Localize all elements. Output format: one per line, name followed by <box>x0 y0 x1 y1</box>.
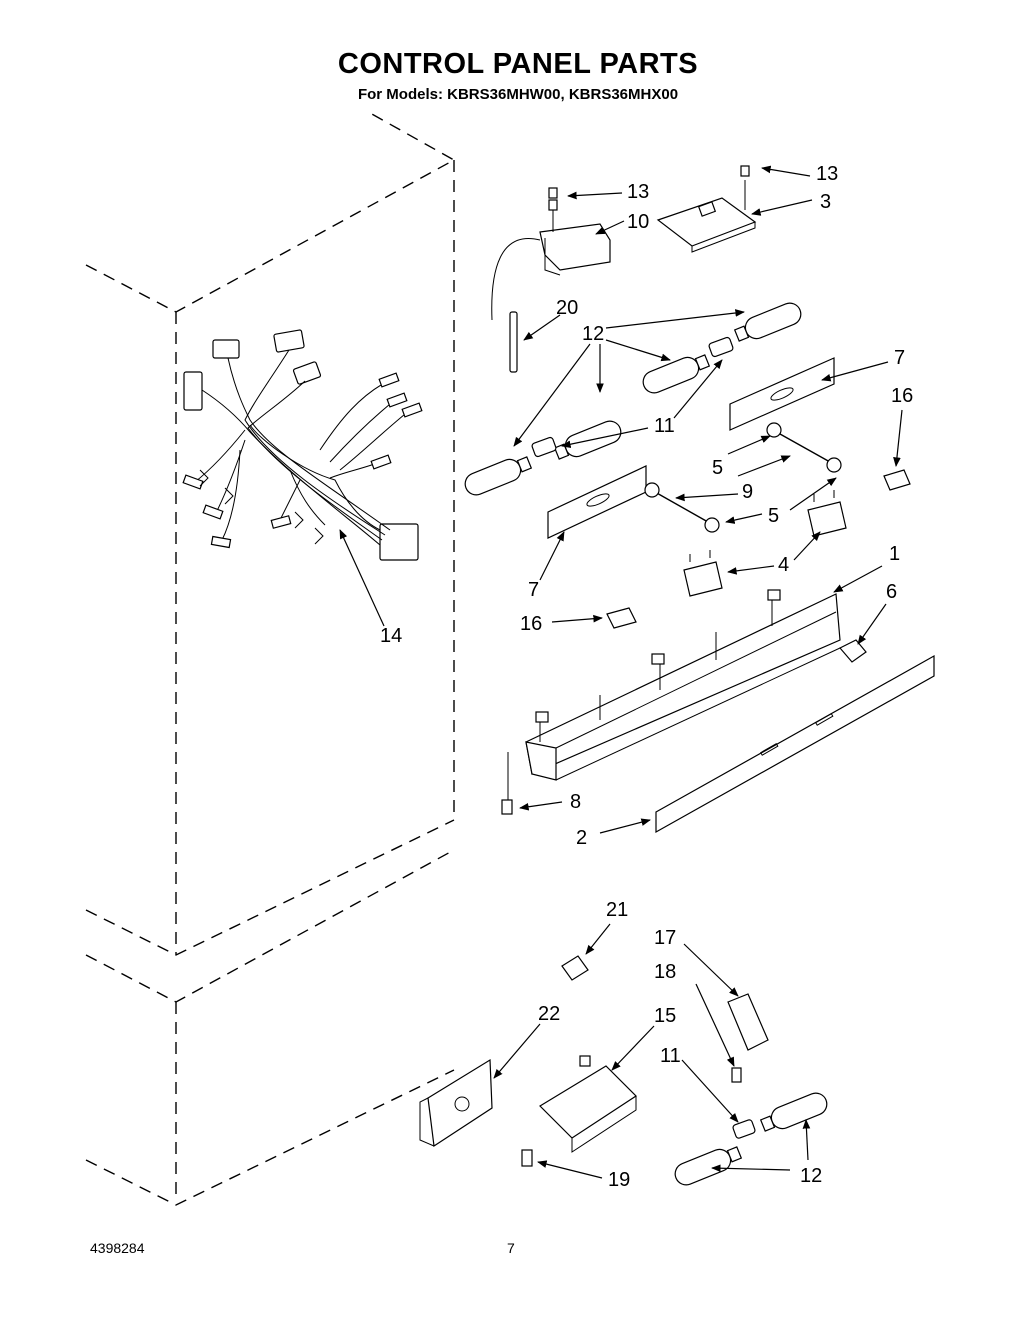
cover-15 <box>539 1055 637 1153</box>
bracket-22 <box>419 1058 493 1148</box>
callout-12: 12 <box>800 1165 822 1187</box>
callout-6: 6 <box>886 581 897 603</box>
screw-19 <box>521 1149 533 1167</box>
callout-11: 11 <box>660 1045 681 1067</box>
control-board <box>656 165 757 253</box>
screw-8 <box>501 799 513 815</box>
callout-7: 7 <box>528 579 539 601</box>
callout-7: 7 <box>894 347 905 369</box>
door-switch <box>727 993 769 1083</box>
wire-harness <box>182 329 423 561</box>
screw-13-left <box>548 187 558 199</box>
callout-9: 9 <box>742 481 753 503</box>
callout-16: 16 <box>520 613 542 635</box>
callout-5: 5 <box>712 457 723 479</box>
lamp-sockets <box>531 336 756 1139</box>
trim-strip <box>655 654 935 834</box>
callout-13: 13 <box>816 163 838 185</box>
control-housing <box>507 589 841 800</box>
callout-19: 19 <box>608 1169 630 1191</box>
callout-12: 12 <box>582 323 604 345</box>
switches <box>683 490 847 597</box>
callout-17: 17 <box>654 927 676 949</box>
callout-18: 18 <box>654 961 676 983</box>
page-title: CONTROL PANEL PARTS <box>337 48 699 80</box>
callout-21: 21 <box>606 899 628 921</box>
callout-8: 8 <box>570 791 581 813</box>
callout-numbers: 13 13 10 3 20 12 7 16 11 5 9 5 1 4 7 6 1… <box>380 163 913 1191</box>
callout-1: 1 <box>889 543 900 565</box>
thermostat <box>491 199 611 321</box>
plug <box>839 639 867 663</box>
light-bulbs <box>464 302 828 1186</box>
model-list: For Models: KBRS36MHW00, KBRS36MHX00 <box>357 86 679 103</box>
callout-20: 20 <box>556 297 578 319</box>
part-21 <box>561 955 589 981</box>
clips <box>606 469 911 629</box>
cabinet-outline <box>85 112 456 1206</box>
callout-3: 3 <box>820 191 831 213</box>
callout-5: 5 <box>768 505 779 527</box>
callout-4: 4 <box>778 554 789 576</box>
callout-22: 22 <box>538 1003 560 1025</box>
callout-15: 15 <box>654 1005 676 1027</box>
page-number: 7 <box>507 1240 515 1256</box>
document-number: 4398284 <box>90 1240 145 1256</box>
callout-2: 2 <box>576 827 587 849</box>
shafts-and-knobs <box>644 422 842 533</box>
rod <box>509 311 518 373</box>
callout-16: 16 <box>891 385 913 407</box>
callout-11: 11 <box>654 415 675 437</box>
callout-13: 13 <box>627 181 649 203</box>
callout-14: 14 <box>380 625 402 647</box>
leader-lines <box>339 165 903 1179</box>
callout-10: 10 <box>627 211 649 233</box>
